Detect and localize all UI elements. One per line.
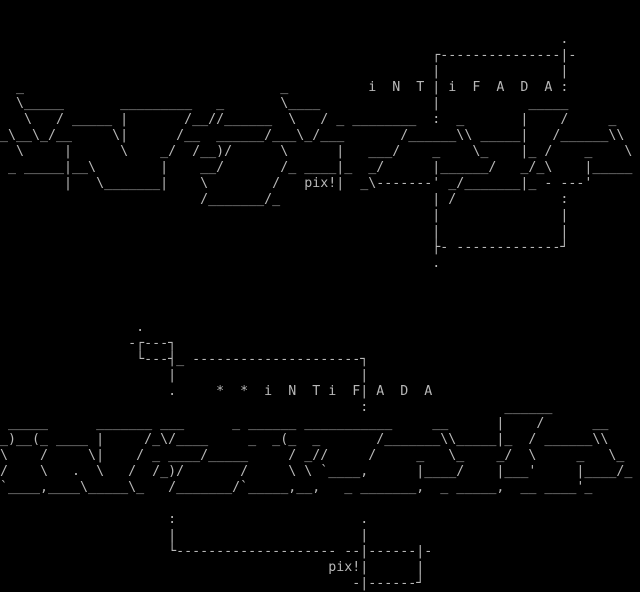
top-logo-line: _\__\_/__ \| /__ ______/___\_/___ /_____… [0,128,625,143]
art-line: . [0,32,569,47]
art-line [0,496,640,512]
top-logo-line: _ _____|__\ | __/ /_ ____|_ _/ |______/ … [0,160,633,175]
top-title-line: _ _ i N T | i F A D A : [0,80,569,95]
bottom-logo-line: `____,____\_____\_ /_______/`_____,__, _… [0,480,593,495]
top-logo-line: /_______/_ | / : [0,192,569,207]
bottom-logo-line: _)__(_ ____ | /_\/____ _ _(_ _ /_______\… [0,432,609,447]
top-box-line: | | [0,64,569,79]
bottom-logo-line: : ______ [0,400,553,415]
bottom-box-line: : . [0,512,369,527]
art-line [0,304,640,320]
top-logo-line: \ / _____ | /__//______ \ / _ ________ :… [0,112,617,127]
bottom-box-line: | | [0,528,369,543]
bottom-box-line: | | [0,368,369,383]
bottom-title-line: . * * i N T i F| A D A [0,384,433,399]
top-box-line: | | [0,208,569,223]
top-logo-line: \ | \ _/ /__)/ \ | ___/ _ \_ |_ / _ \ [0,144,633,159]
bottom-logo-line: / \ . \ / /_)/ / \ \ `____, |____/ |___'… [0,464,633,479]
art-line [0,16,640,32]
bottom-box-line: -|------┘ [0,576,425,591]
bottom-box-line: └-------------------- --|------|- [0,544,433,559]
art-line [0,0,640,16]
art-line [0,272,640,288]
top-logo-signature-line: | \_______| \ / pix!| _\-------' _/_____… [0,176,593,191]
bottom-box-line: -┌---┐ [0,336,177,351]
bottom-box-line: └---┤_ ---------------------┐ [0,352,369,367]
top-logo-line: \_____ _________ _ \____ | _____ [0,96,569,111]
top-box-line: | | [0,224,569,239]
bottom-logo-line: \ / \| / _ ____/_____ / _// / _ \_ _/ \ … [0,448,625,463]
top-box-line: ├- -------------┘ [0,240,569,255]
bottom-box-line: . [0,320,145,335]
bottom-signature-line: pix!| | [0,560,425,575]
top-box-line: ┌---------------|- [0,48,577,63]
art-line [0,288,640,304]
top-box-line: . [0,256,441,271]
bottom-logo-line: _____ _______ ___ _ ______ ___________ _… [0,416,609,431]
